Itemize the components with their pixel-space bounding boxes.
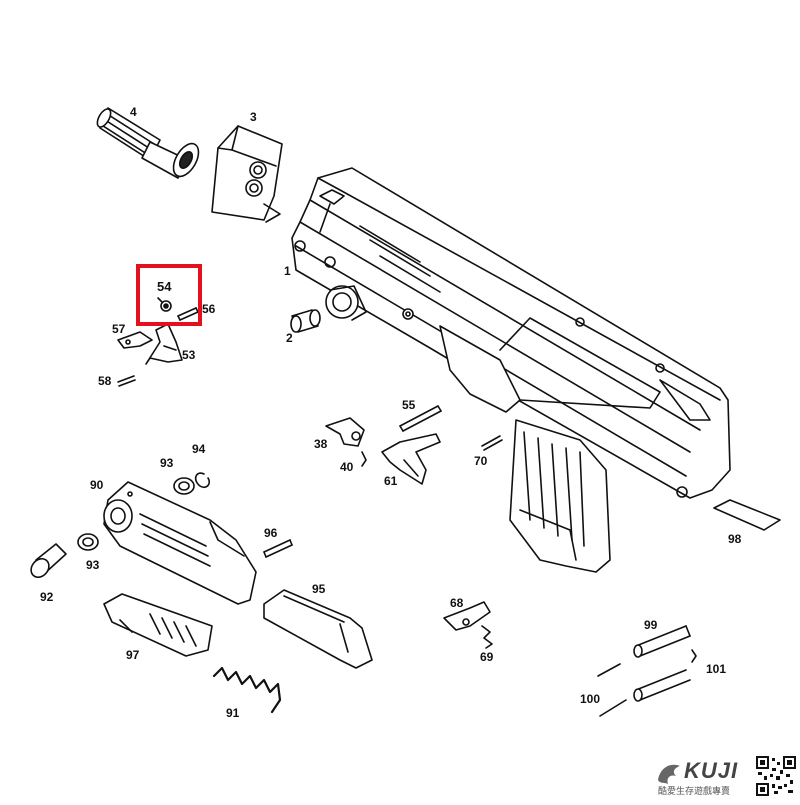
part-98-plate [713,499,781,531]
brand-watermark: KUJI 酷愛生存遊戲專賣 [652,752,800,800]
part-4-flash-hider [96,107,200,179]
label-58: 58 [98,374,112,388]
label-96: 96 [264,526,278,540]
part-91-spring [212,666,282,714]
label-38: 38 [314,437,328,451]
label-55: 55 [402,398,416,412]
part-93-washer-lower [77,533,99,551]
part-2-bushing [290,309,321,333]
label-54: 54 [157,279,172,294]
label-98: 98 [728,532,742,546]
part-69-spring [481,625,493,649]
part-54-screw [157,297,172,312]
label-95: 95 [312,582,326,596]
part-58-pin [117,375,136,387]
label-90: 90 [90,478,104,492]
label-53: 53 [182,348,196,362]
label-40: 40 [340,460,354,474]
label-94: 94 [192,442,206,456]
label-93-lower: 93 [86,558,100,572]
label-69: 69 [480,650,494,664]
part-55-pin [399,405,442,432]
label-101: 101 [706,662,727,676]
part-57-latch [117,331,153,349]
label-100: 100 [580,692,601,706]
part-101-clip [691,649,697,663]
part-1-receiver [291,167,731,573]
label-3: 3 [250,110,257,124]
label-93-upper: 93 [160,456,174,470]
part-61-trigger [381,433,441,485]
label-1: 1 [284,264,291,278]
part-38-trigger-part [325,417,365,447]
part-96-pin [263,539,293,558]
label-2: 2 [286,331,293,345]
brand-logo-text: KUJI [684,758,739,783]
part-97-slider [103,593,213,657]
part-99-pin [633,625,691,658]
part-92-cap [30,543,67,579]
label-97: 97 [126,648,140,662]
label-4: 4 [130,105,137,119]
part-90-lower-housing [103,481,257,605]
label-57: 57 [112,322,126,336]
part-94-clip [194,472,211,489]
label-92: 92 [40,590,54,604]
label-70: 70 [474,454,488,468]
label-99: 99 [644,618,658,632]
part-95-plate [263,589,373,669]
label-68: 68 [450,596,464,610]
dragon-logo-icon [658,764,680,784]
highlight-box [136,264,202,326]
part-56-pin [177,307,199,321]
label-61: 61 [384,474,398,488]
label-91: 91 [226,706,240,720]
qr-code-icon [756,756,796,796]
brand-tagline: 酷愛生存遊戲專賣 [658,787,731,797]
part-40-spring [361,451,367,467]
label-56: 56 [202,302,216,316]
part-53-lever [145,323,183,365]
part-3-front-block [211,125,283,223]
part-70-pin [481,435,503,451]
part-93-washer-upper [173,477,195,495]
part-100-pin [597,663,691,717]
part-68-catch [443,601,491,631]
